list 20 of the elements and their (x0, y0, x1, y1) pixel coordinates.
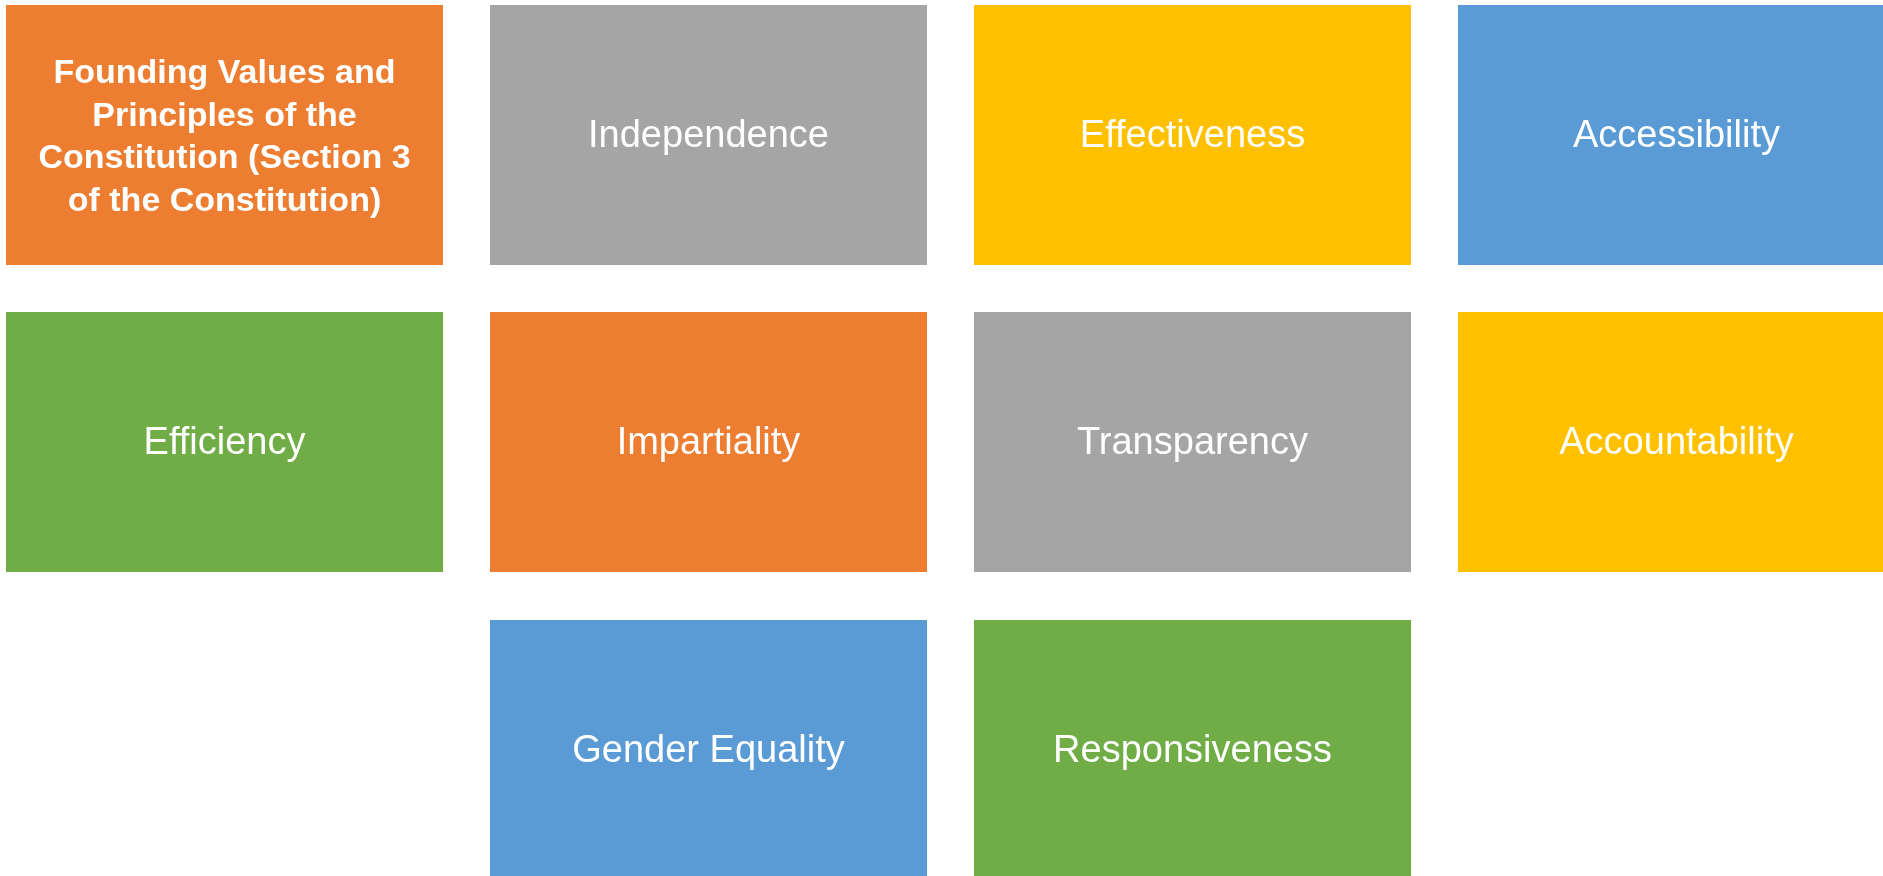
value-label: Accessibility (1573, 112, 1780, 158)
value-box (974, 620, 1411, 876)
value-box (490, 5, 927, 265)
heading-text: Founding Values and Principles of the Constitution (Section 3 of the Constitution) (37, 51, 412, 220)
value-box (974, 312, 1411, 572)
value-label: Transparency (1077, 419, 1308, 465)
value-box (974, 5, 1411, 265)
value-box (1458, 312, 1883, 572)
value-label: Gender Equality (572, 727, 845, 773)
value-box (6, 312, 443, 572)
value-box (490, 620, 927, 876)
value-box (1458, 5, 1883, 265)
value-box (490, 312, 927, 572)
value-label: Responsiveness (1053, 727, 1332, 773)
value-label: Independence (588, 112, 829, 158)
value-label: Effectiveness (1079, 112, 1306, 158)
value-label: Efficiency (143, 419, 306, 465)
value-label: Impartiality (616, 419, 801, 465)
value-box (6, 5, 443, 265)
value-label: Accountability (1559, 419, 1794, 465)
